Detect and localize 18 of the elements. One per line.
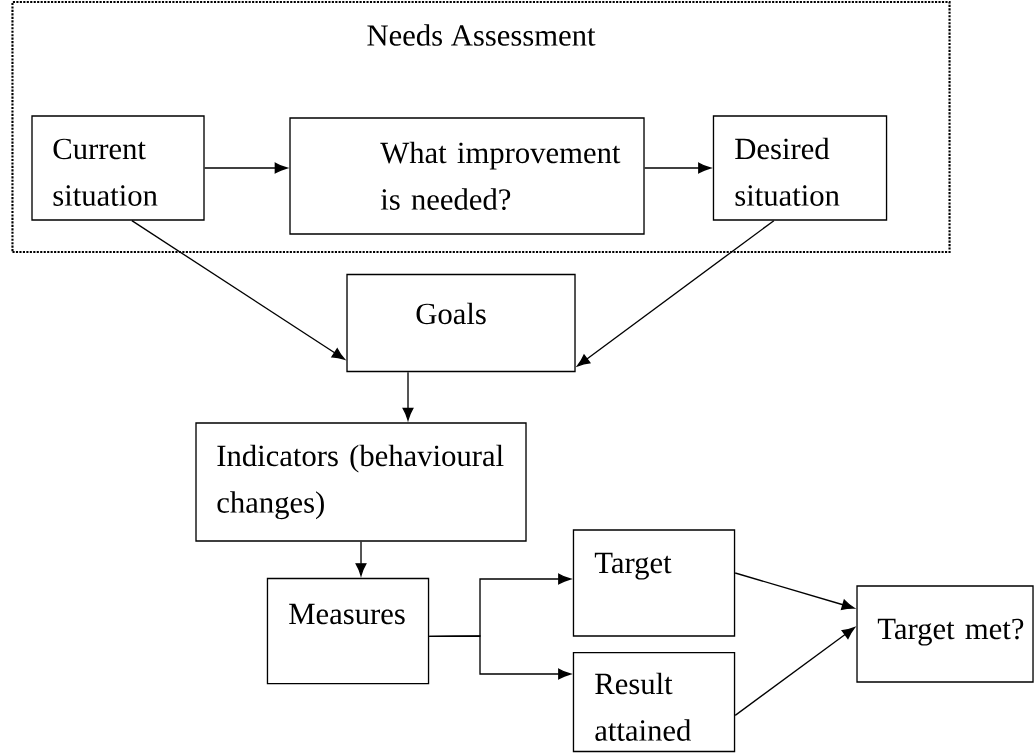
process-box: Result attained xyxy=(572,651,736,753)
process-box: What improvement is needed? xyxy=(289,117,645,235)
process-box: Goals xyxy=(346,273,576,373)
arrow xyxy=(402,371,414,421)
arrow xyxy=(428,635,571,680)
arrow xyxy=(734,572,855,610)
arrow xyxy=(734,627,855,716)
arrow xyxy=(355,541,367,576)
arrow xyxy=(644,162,711,174)
process-box: Current situation xyxy=(31,115,205,221)
process-box: Indicators (behavioural changes) xyxy=(195,422,527,542)
process-box: Desired situation xyxy=(712,115,888,221)
arrow xyxy=(577,220,775,367)
process-box: Target xyxy=(572,529,736,637)
arrow xyxy=(131,220,345,360)
process-box: Target met? xyxy=(856,585,1034,683)
process-box: Measures xyxy=(266,577,430,685)
arrow xyxy=(204,162,288,174)
